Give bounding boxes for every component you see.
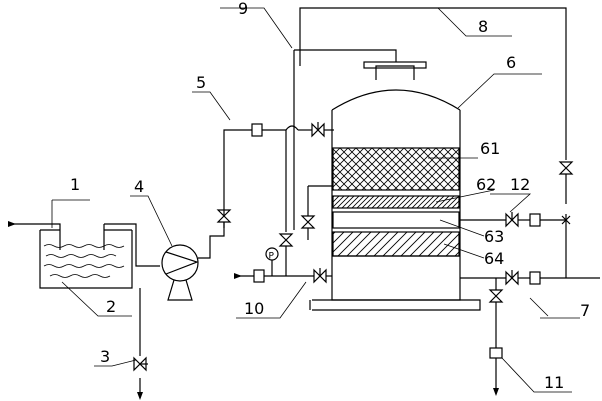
label-8: 8: [478, 17, 488, 36]
packing-layer-62: [332, 195, 460, 209]
label-61: 61: [480, 139, 500, 158]
riser-valve: [278, 233, 294, 247]
label-4: 4: [134, 177, 144, 196]
packing-layer-61: [332, 147, 460, 191]
packing-layer-63: [332, 211, 460, 229]
drain-valve: [133, 356, 148, 372]
internal-riser: [278, 130, 294, 276]
label-5: 5: [196, 73, 206, 92]
label-7: 7: [580, 301, 590, 320]
bottom-flange: [253, 269, 265, 283]
overhead-valve: [558, 161, 574, 175]
tank-inlet-pipe: [8, 221, 61, 250]
label-9: 9: [238, 0, 248, 18]
reaction-column: [309, 61, 481, 311]
feed-tank: [39, 229, 133, 289]
upper-inlet-valve: [311, 122, 325, 138]
product-outlet-flange: [529, 271, 541, 285]
top-overhead-line: [299, 7, 574, 278]
upper-feed-pipe: [223, 122, 334, 210]
label-12: 12: [510, 175, 530, 194]
tank-drain-pipe: [137, 288, 143, 400]
label-1: 1: [70, 175, 80, 194]
branch-line-9: [293, 49, 397, 230]
pump-discharge-valve: [216, 209, 232, 228]
mid-side-pipe: [300, 185, 332, 240]
label-3: 3: [100, 347, 110, 366]
bottom-drain-flange: [489, 347, 503, 359]
pressure-gauge: P: [265, 247, 279, 276]
product-outlet-pipe: [460, 270, 600, 286]
packing-layer-64: [332, 231, 460, 257]
side-outlet-flange: [529, 213, 541, 227]
bottom-drain-valve: [488, 289, 504, 303]
label-64: 64: [484, 249, 504, 268]
gauge-symbol: P: [269, 252, 275, 262]
label-2: 2: [106, 297, 116, 316]
side-outlet-valve: [505, 212, 519, 228]
label-10: 10: [244, 299, 264, 318]
label-6: 6: [506, 53, 516, 72]
side-outlet-pipe: [460, 212, 571, 228]
upper-flange: [251, 123, 263, 137]
label-62: 62: [476, 175, 496, 194]
pump-suction-pipe: [103, 223, 160, 267]
label-11: 11: [544, 373, 564, 392]
mid-side-valve: [300, 215, 316, 229]
product-outlet-valve: [505, 270, 519, 286]
bottom-inlet-pipe: [234, 268, 332, 284]
bottom-inlet-valve: [313, 268, 327, 284]
leader-lines: [51, 7, 580, 393]
pump: [161, 222, 225, 301]
label-63: 63: [484, 227, 504, 246]
column-bottom-drain: [488, 278, 504, 396]
